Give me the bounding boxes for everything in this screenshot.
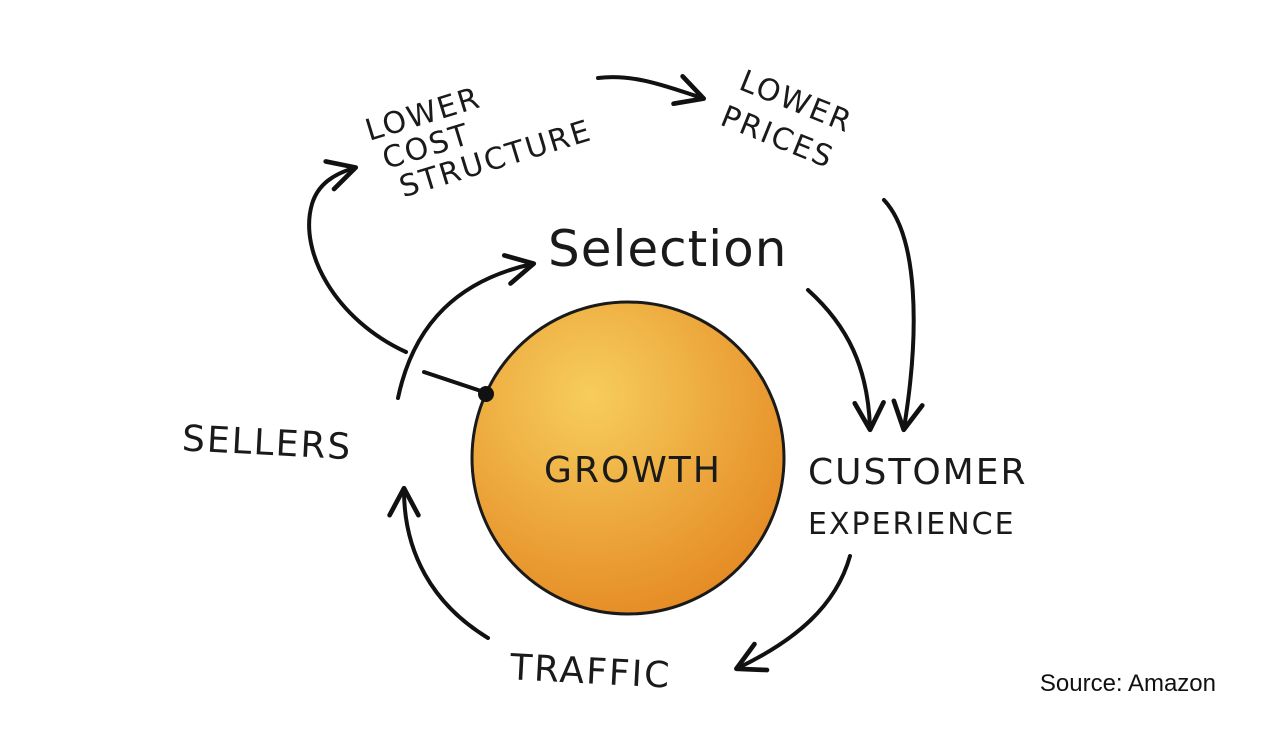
node-lower-cost-structure: LOWER COST STRUCTURE [361,80,596,205]
growth-label: GROWTH [544,450,722,491]
growth-circle [470,300,786,616]
node-lower-prices: LOWER PRICES [716,64,858,177]
arrow-cost-to-prices [596,74,707,107]
customer-experience-line-2: EXPERIENCE [808,507,1016,542]
arrow-selection-to-experience [806,288,886,433]
node-traffic: TRAFFIC [508,647,672,696]
customer-experience-line-1: CUSTOMER [808,452,1027,493]
arrow-growth-to-cost [307,159,408,354]
growth-connector-dot [478,386,494,402]
node-selection: Selection [548,220,787,278]
arrow-traffic-to-sellers [387,485,490,640]
growth-connector-line [422,370,486,394]
arrow-prices-to-experience [882,198,925,433]
arrow-sellers-to-selection [396,253,537,400]
source-caption: Source: Amazon [1039,670,1216,697]
node-sellers: SELLERS [181,418,353,468]
arrow-experience-to-traffic [734,554,852,673]
